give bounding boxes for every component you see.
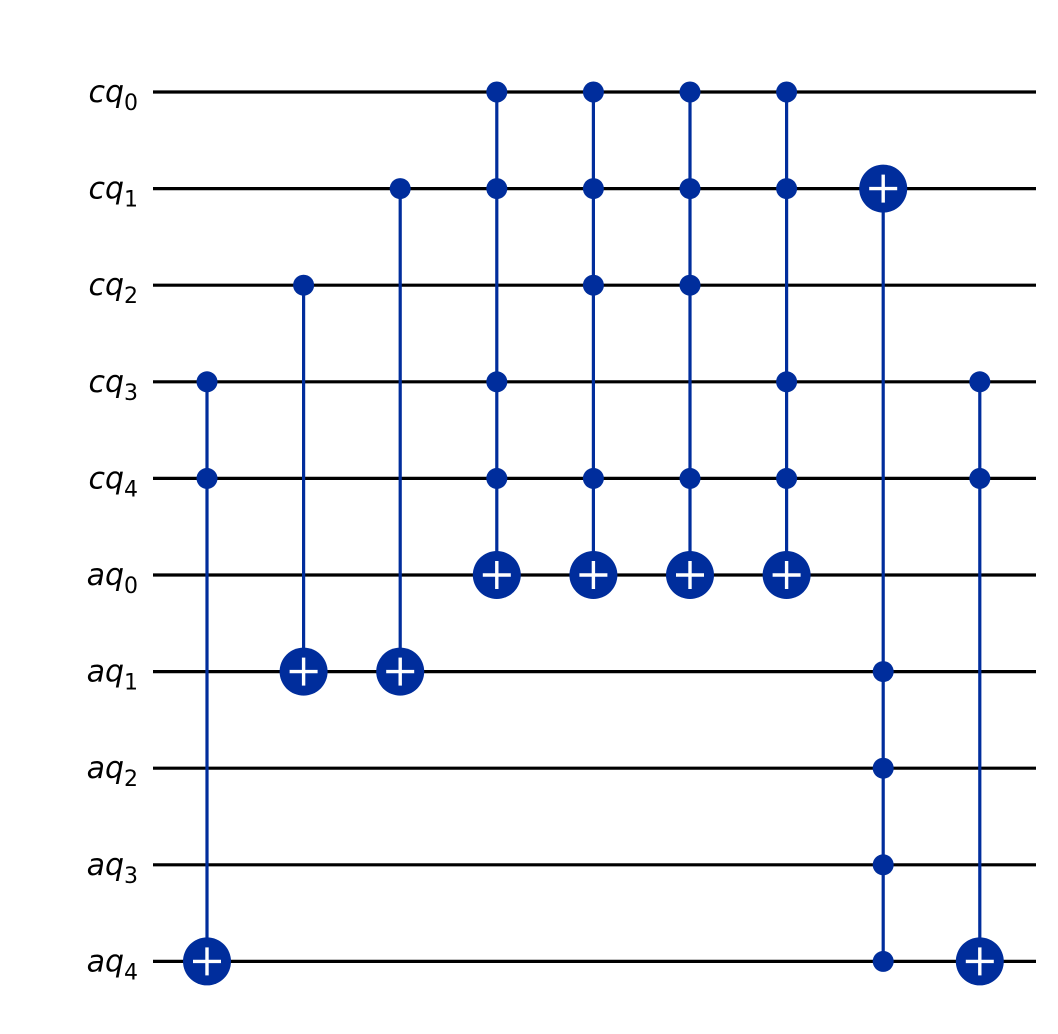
gates (183, 81, 1004, 986)
qubit-label-aq4: aq4 (87, 944, 138, 985)
control-dot (486, 178, 508, 200)
control-dot (486, 467, 508, 489)
qubit-label-index: 1 (124, 188, 138, 213)
control-dot (872, 661, 894, 683)
qubit-label-index: 3 (124, 381, 138, 406)
qubit-label-index: 4 (124, 477, 138, 502)
qubit-label-index: 4 (124, 960, 138, 985)
target-xor-icon (569, 551, 618, 599)
qubit-label-cq0: cq0 (88, 75, 138, 116)
cnot-gate-7[interactable] (762, 81, 811, 600)
qubit-label-name: cq (88, 365, 124, 400)
control-dot (196, 467, 218, 489)
target-xor-icon (666, 551, 714, 599)
qubit-label-name: aq (87, 944, 124, 979)
control-dot (196, 371, 218, 393)
target-xor-icon (955, 937, 1004, 986)
control-dot (679, 81, 701, 103)
control-dot (679, 274, 701, 296)
cnot-gate-9[interactable] (955, 371, 1004, 986)
qubit-label-index: 0 (124, 91, 138, 116)
control-dot (969, 467, 991, 489)
cnot-gate-2[interactable] (279, 274, 328, 696)
control-dot (776, 467, 798, 489)
qubit-label-name: cq (88, 461, 124, 496)
control-dot (679, 178, 701, 200)
control-dot (679, 467, 701, 489)
qubit-label-aq3: aq3 (87, 848, 138, 889)
control-dot (872, 757, 894, 779)
qubit-label-index: 2 (124, 767, 138, 792)
qubit-label-cq2: cq2 (88, 268, 138, 309)
target-xor-icon (472, 551, 521, 599)
qubit-label-name: aq (87, 558, 124, 593)
control-dot (872, 950, 894, 972)
target-xor-icon (376, 647, 425, 696)
control-dot (293, 274, 315, 296)
target-xor-icon (279, 647, 328, 696)
qubit-label-name: cq (88, 268, 124, 303)
cnot-gate-1[interactable] (183, 371, 231, 986)
cnot-gate-5[interactable] (569, 81, 618, 600)
qubit-label-aq2: aq2 (87, 751, 138, 792)
qubit-label-aq0: aq0 (87, 558, 138, 599)
control-dot (776, 371, 798, 393)
control-dot (776, 81, 798, 103)
control-dot (969, 371, 991, 393)
qubit-label-index: 3 (124, 864, 138, 889)
control-dot (389, 178, 411, 200)
qubit-label-index: 1 (124, 671, 138, 696)
control-dot (582, 467, 604, 489)
control-dot (486, 81, 508, 103)
qubit-label-cq1: cq1 (88, 172, 138, 213)
qubit-label-name: aq (87, 751, 124, 786)
control-dot (582, 81, 604, 103)
qubit-label-name: aq (87, 848, 124, 883)
control-dot (582, 274, 604, 296)
qubit-label-cq3: cq3 (88, 365, 138, 406)
control-dot (776, 178, 798, 200)
cnot-gate-3[interactable] (376, 178, 425, 696)
qubit-label-name: aq (87, 655, 124, 690)
qubit-label-name: cq (88, 172, 124, 207)
target-xor-icon (183, 937, 231, 986)
cnot-gate-6[interactable] (666, 81, 714, 600)
qubit-label-name: cq (88, 75, 124, 110)
control-dot (872, 854, 894, 876)
cnot-gate-4[interactable] (472, 81, 521, 600)
qubit-label-cq4: cq4 (88, 461, 138, 502)
qubit-label-index: 2 (124, 284, 138, 309)
control-dot (486, 371, 508, 393)
qubit-label-index: 0 (124, 574, 138, 599)
cnot-gate-8[interactable] (859, 164, 908, 972)
control-dot (582, 178, 604, 200)
qubit-label-aq1: aq1 (87, 655, 138, 696)
target-xor-icon (762, 551, 811, 599)
target-xor-icon (859, 164, 908, 213)
